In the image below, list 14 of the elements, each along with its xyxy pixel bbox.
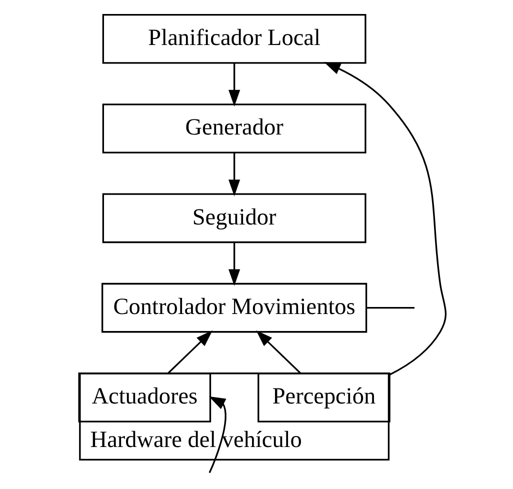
arrow (228, 242, 240, 286)
node-box: Generador (102, 104, 366, 154)
arrow (324, 62, 447, 376)
connector (366, 306, 414, 309)
arrow (256, 330, 301, 374)
arrow (168, 330, 213, 374)
node-box: Actuadores (78, 372, 212, 422)
node-box: Seguidor (102, 193, 366, 244)
arrow (228, 152, 240, 196)
arrow (228, 63, 240, 107)
node-box: Controlador Movimientos (102, 282, 368, 333)
node-box: Planificador Local (102, 14, 366, 64)
node-box: Percepción (258, 372, 390, 422)
arrow (208, 396, 226, 474)
